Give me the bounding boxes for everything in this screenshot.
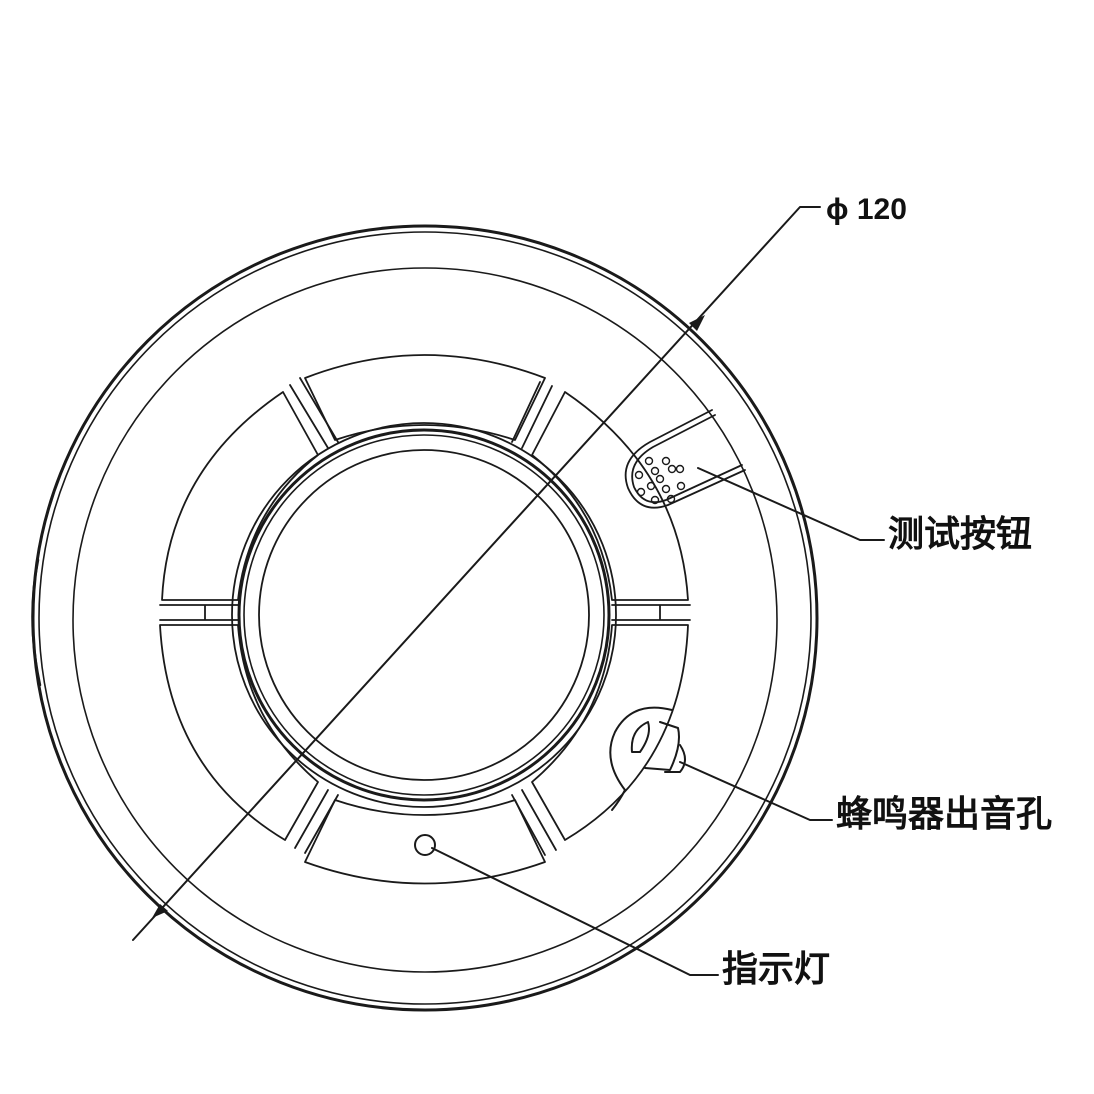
buzzer-hole-shape bbox=[609, 706, 686, 811]
test-button-callout: 测试按钮 bbox=[888, 514, 1033, 555]
indicator-light-shape bbox=[414, 834, 436, 856]
diameter-dimension-label: ϕ 120 bbox=[826, 193, 907, 226]
indicator-light-callout: 指示灯 bbox=[722, 949, 831, 990]
sensing-chamber bbox=[231, 422, 617, 808]
leader-lines bbox=[431, 467, 885, 976]
buzzer-hole-callout: 蜂鸣器出音孔 bbox=[836, 794, 1053, 835]
vent-segments bbox=[159, 354, 691, 885]
test-button-shape bbox=[624, 409, 746, 509]
outer-housing bbox=[31, 224, 819, 1012]
dimension-line bbox=[132, 206, 821, 941]
